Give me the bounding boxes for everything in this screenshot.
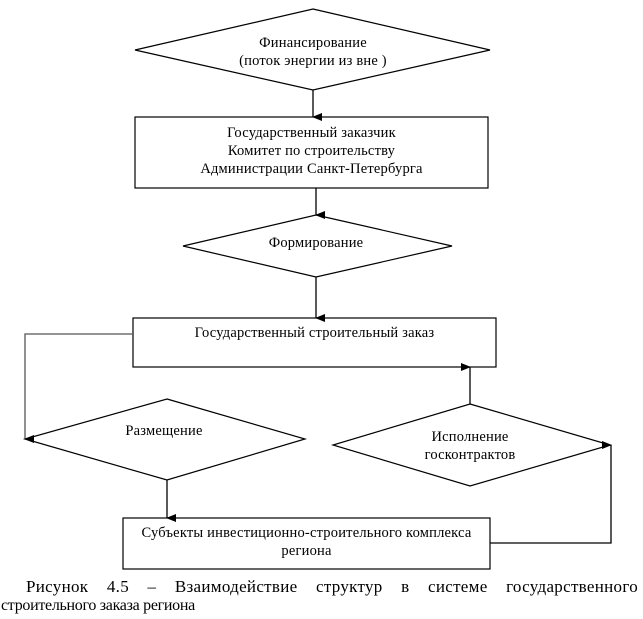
state-customer-line-1: Государственный заказчик bbox=[227, 125, 396, 141]
execution-label-line-2: госконтрактов bbox=[424, 447, 516, 463]
arrow-subjects-to-execution bbox=[490, 441, 612, 544]
placement-label-line-1: Размещение bbox=[125, 423, 203, 439]
subjects-label-line-1: Субъекты инвестиционно-строительного ком… bbox=[141, 525, 472, 541]
financing-label: Финансирование (поток энергии из вне ) bbox=[213, 34, 413, 70]
execution-diamond bbox=[330, 403, 613, 487]
figure-caption-line-2: строительного заказа региона bbox=[1, 597, 195, 614]
state-order-label: Государственный строительный заказ bbox=[133, 324, 496, 342]
state-customer-label: Государственный заказчик Комитет по стро… bbox=[135, 124, 488, 178]
formation-label-line-1: Формирование bbox=[268, 235, 364, 251]
formation-label: Формирование bbox=[216, 234, 416, 252]
state-order-label-line-1: Государственный строительный заказ bbox=[194, 325, 435, 341]
state-customer-line-3: Администрации Санкт-Петербурга bbox=[200, 161, 423, 177]
state-customer-box bbox=[134, 116, 489, 189]
state-order-box bbox=[132, 317, 497, 368]
figure-caption-line-1: Рисунок 4.5 – Взаимодействие структур в … bbox=[26, 577, 638, 596]
placement-label: Размещение bbox=[84, 422, 244, 440]
state-customer-line-2: Комитет по строительству bbox=[227, 143, 396, 159]
execution-label: Исполнение госконтрактов bbox=[390, 428, 550, 464]
arrow-order-to-placement bbox=[24, 333, 133, 443]
financing-label-line-1: Финансирование bbox=[259, 35, 367, 51]
execution-label-line-1: Исполнение bbox=[431, 429, 509, 445]
subjects-label-line-2: региона bbox=[281, 543, 332, 559]
financing-label-line-2: (поток энергии из вне ) bbox=[239, 53, 387, 69]
subjects-label: Субъекты инвестиционно-строительного ком… bbox=[123, 524, 490, 560]
